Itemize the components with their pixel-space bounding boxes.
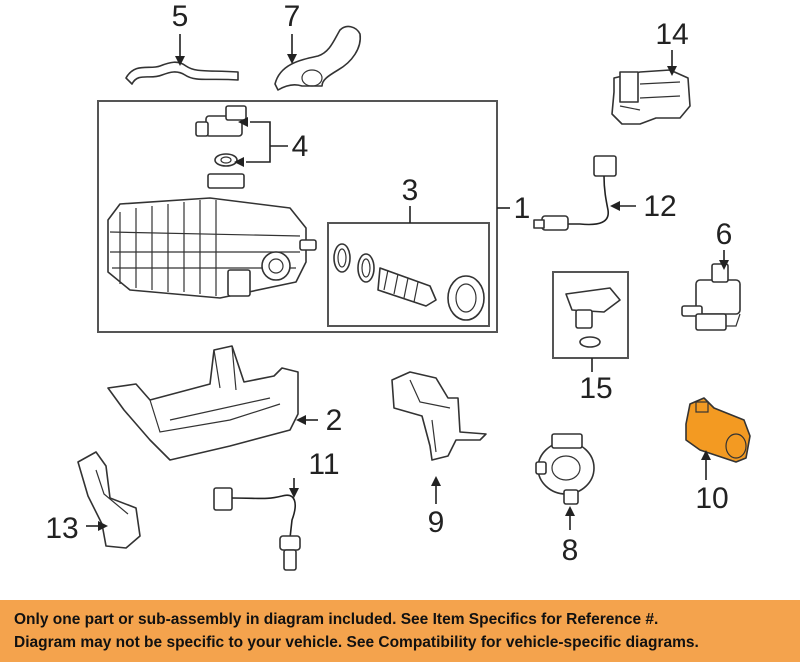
disclaimer-line-2: Diagram may not be specific to your vehi… [14, 634, 699, 651]
part-10-highlighted-part[interactable] [685, 397, 751, 463]
callout-4: 4 [292, 130, 309, 163]
callout-13: 13 [45, 512, 78, 545]
callout-5: 5 [172, 0, 189, 33]
part-6-vent-valve[interactable] [681, 263, 741, 331]
part-14-bracket[interactable] [611, 69, 691, 125]
callout-2: 2 [326, 404, 343, 437]
callout-9: 9 [428, 506, 445, 539]
part-4-purge-valve[interactable] [195, 105, 247, 189]
part-12-oxygen-sensor[interactable] [533, 155, 617, 231]
part-15-pressure-sensor[interactable] [565, 287, 621, 348]
callout-15: 15 [579, 372, 612, 405]
part-13-shield[interactable] [77, 451, 141, 549]
disclaimer-line-1: Only one part or sub-assembly in diagram… [14, 611, 659, 628]
part-8-leak-detection-pump[interactable] [535, 433, 595, 505]
part-9-bracket[interactable] [391, 371, 487, 461]
callout-7: 7 [284, 0, 301, 33]
part-1-charcoal-canister[interactable] [107, 197, 317, 299]
parts-diagram: 5 7 14 4 3 1 12 6 15 2 11 10 13 9 8 [45, 0, 751, 571]
part-3-vent-connector[interactable] [333, 243, 485, 321]
assembly-3-frame [327, 222, 490, 327]
callout-8: 8 [562, 534, 579, 567]
callout-11: 11 [308, 448, 339, 481]
part-7-hose[interactable] [274, 25, 362, 91]
assembly-15-frame [552, 271, 629, 359]
part-5-hose[interactable] [125, 61, 239, 85]
leader-lines [86, 34, 729, 531]
assembly-1-frame [97, 100, 498, 333]
part-11-oxygen-sensor[interactable] [213, 487, 301, 571]
disclaimer-banner: Only one part or sub-assembly in diagram… [0, 600, 800, 662]
callout-6: 6 [716, 218, 733, 251]
callout-1: 1 [514, 192, 531, 225]
callout-3: 3 [402, 174, 419, 207]
part-2-canister-bracket[interactable] [107, 345, 299, 461]
callout-14: 14 [655, 18, 688, 51]
callout-10: 10 [695, 482, 728, 515]
callout-12: 12 [643, 190, 676, 223]
